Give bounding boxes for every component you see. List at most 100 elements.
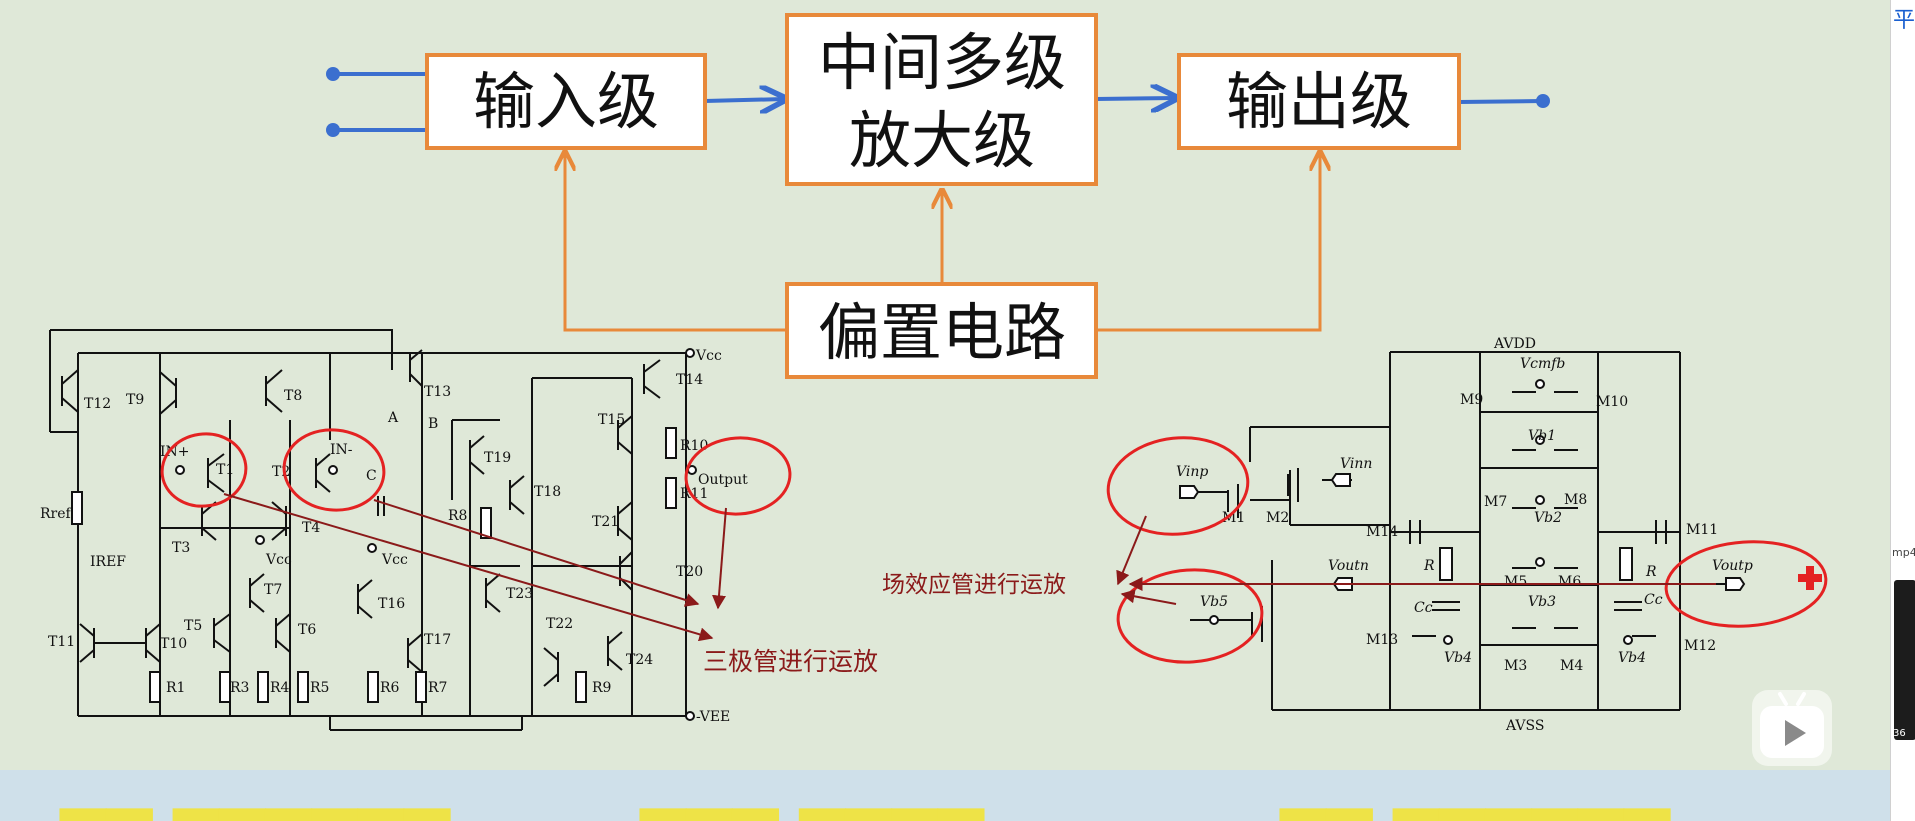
vb5-label: Vb5 xyxy=(1200,594,1228,610)
r1-label: R1 xyxy=(166,680,185,696)
t3-label: T3 xyxy=(172,540,190,556)
in-minus-label: IN- xyxy=(330,442,353,458)
voutp-highlight xyxy=(1664,540,1828,628)
annotation-arrow-2 xyxy=(373,499,700,607)
output-highlight xyxy=(684,436,792,516)
t1-label: T1 xyxy=(216,462,234,478)
vb4-left-label: Vb4 xyxy=(1444,650,1472,666)
voutn-label: Voutn xyxy=(1328,558,1369,574)
side-panel-file-hint: mp4 xyxy=(1892,546,1915,559)
t18-label: T18 xyxy=(534,484,561,500)
vinn-label: Vinn xyxy=(1340,456,1372,472)
mos-annotations: 场效应管进行运放 xyxy=(882,436,1828,664)
t23-label: T23 xyxy=(506,586,533,602)
m6-label: M6 xyxy=(1558,574,1581,590)
m5-label: M5 xyxy=(1504,574,1527,590)
m8-label: M8 xyxy=(1564,492,1587,508)
video-player-button[interactable] xyxy=(1752,690,1832,766)
r3-label: R3 xyxy=(230,680,249,696)
subtitle-strip: ▄▄ ▄▄▄▄▄▄ ▄▄▄ ▄▄▄▄ ▄▄ ▄▄▄▄▄▄ xyxy=(0,770,1890,821)
in-minus-highlight xyxy=(282,428,386,512)
bjt-labels: Vcc -VEE IN+ IN- Output Rref IREF A B C … xyxy=(40,348,748,725)
r-left-label: R xyxy=(1423,558,1435,574)
subtitle-fragment: ▄▄ ▄▄▄▄▄▄ xyxy=(1280,774,1671,821)
bjt-annotation-text: 三极管进行运放 xyxy=(703,647,878,676)
bias-circuit-box: 偏置电路 xyxy=(785,282,1098,379)
t24-label: T24 xyxy=(626,652,653,668)
t12-label: T12 xyxy=(84,396,111,412)
in-plus-highlight xyxy=(160,432,248,508)
node-c-label: C xyxy=(366,468,377,484)
vee-label: -VEE xyxy=(696,709,730,725)
t6-label: T6 xyxy=(298,622,316,638)
r7-label: R7 xyxy=(428,680,447,696)
t20-label: T20 xyxy=(676,564,703,580)
mos-labels: AVDD AVSS Vcmfb Vinp Vinn Voutn Voutp Vb… xyxy=(1176,336,1753,734)
input-stage-label: 输入级 xyxy=(473,65,659,138)
t2-label: T2 xyxy=(272,464,290,480)
vb2-label: Vb2 xyxy=(1534,510,1562,526)
r10-label: R10 xyxy=(680,438,708,454)
input-terminal-2 xyxy=(326,123,340,137)
block-diagram: 输入级 中间多级 放大级 输出级 偏置电路 xyxy=(326,13,1550,379)
bjt-opamp-schematic xyxy=(49,329,697,731)
t19-label: T19 xyxy=(484,450,511,466)
subtitle-fragment: ▄▄ ▄▄▄▄▄▄ xyxy=(60,774,451,821)
side-thumbnail[interactable] xyxy=(1894,580,1915,740)
middle-stage-box: 中间多级 放大级 xyxy=(785,13,1098,186)
r-right-label: R xyxy=(1645,564,1657,580)
m3-label: M3 xyxy=(1504,658,1527,674)
output-stage-box: 输出级 xyxy=(1177,53,1461,150)
mos-annotation-text: 场效应管进行运放 xyxy=(882,572,1066,598)
t4-label: T4 xyxy=(302,520,320,536)
play-icon xyxy=(1760,692,1824,758)
vcc-label: Vcc xyxy=(695,348,722,364)
middle-stage-label-line2: 放大级 xyxy=(849,104,1035,177)
node-b-label: B xyxy=(428,416,438,432)
vb4-right-label: Vb4 xyxy=(1618,650,1646,666)
r4-label: R4 xyxy=(270,680,290,696)
t9-label: T9 xyxy=(126,392,144,408)
vcc-t7-label: Vcc xyxy=(265,552,292,568)
side-thumbnail-count: 36 xyxy=(1893,728,1906,739)
annotation-arrow-3 xyxy=(712,507,727,610)
t11-label: T11 xyxy=(48,634,75,650)
bias-to-output-line xyxy=(1096,152,1320,332)
output-wire xyxy=(1458,99,1544,104)
arrow-input-to-middle xyxy=(704,99,785,101)
avss-label: AVSS xyxy=(1505,718,1544,734)
m1-label: M1 xyxy=(1222,510,1245,526)
mos-opamp-schematic xyxy=(1140,351,1746,711)
output-terminal xyxy=(1536,94,1550,108)
bias-circuit-label: 偏置电路 xyxy=(818,296,1066,369)
vinp-label: Vinp xyxy=(1176,464,1208,480)
output-stage-label: 输出级 xyxy=(1226,65,1412,138)
t13-label: T13 xyxy=(424,384,451,400)
vinp-highlight xyxy=(1106,436,1250,536)
t8-label: T8 xyxy=(284,388,302,404)
t22-label: T22 xyxy=(546,616,573,632)
t15-label: T15 xyxy=(598,412,625,428)
m11-label: M11 xyxy=(1686,522,1718,538)
middle-stage-label-line1: 中间多级 xyxy=(818,26,1066,99)
vcmfb-label: Vcmfb xyxy=(1520,356,1565,372)
rref-label: Rref xyxy=(40,506,73,522)
m4-label: M4 xyxy=(1560,658,1583,674)
mos-arrow-2 xyxy=(1120,589,1177,605)
t21-label: T21 xyxy=(592,514,619,530)
t10-label: T10 xyxy=(160,636,187,652)
t17-label: T17 xyxy=(424,632,451,648)
iref-label: IREF xyxy=(90,554,126,570)
vb5-highlight xyxy=(1116,568,1264,664)
input-stage-box: 输入级 xyxy=(425,53,707,150)
m13-label: M13 xyxy=(1366,632,1398,648)
bjt-symbols xyxy=(61,349,661,687)
r9-label: R9 xyxy=(592,680,611,696)
r5-label: R5 xyxy=(310,680,329,696)
bjt-annotations: 三极管进行运放 xyxy=(160,428,878,676)
m10-label: M10 xyxy=(1596,394,1628,410)
output-label: Output xyxy=(698,472,748,488)
vb1-label: Vb1 xyxy=(1528,428,1556,444)
